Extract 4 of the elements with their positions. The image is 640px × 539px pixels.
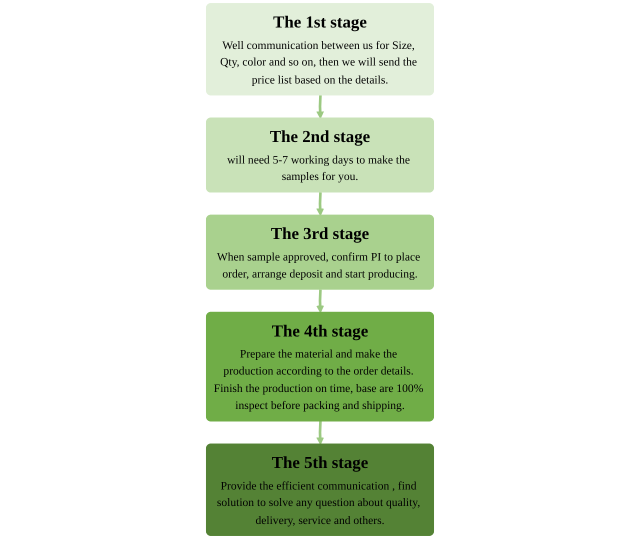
arrow	[316, 421, 324, 445]
arrow	[316, 290, 324, 314]
arrow	[316, 192, 324, 216]
arrow	[316, 95, 324, 119]
